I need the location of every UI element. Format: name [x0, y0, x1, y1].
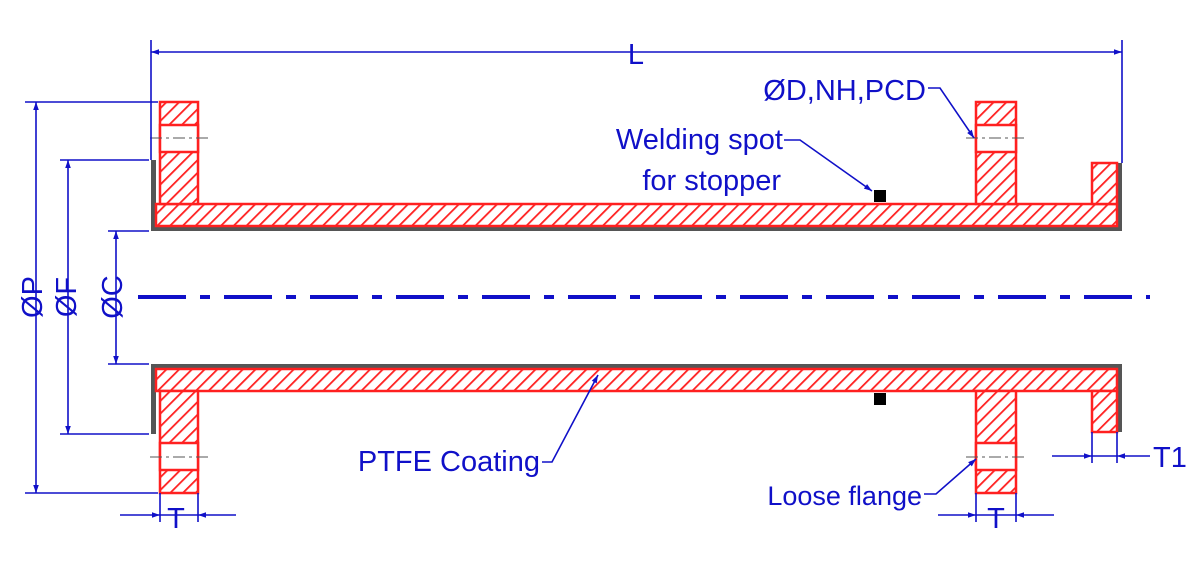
weld-spot-lower [874, 393, 886, 405]
bolt-spec-leader [928, 87, 975, 139]
length-label: L [628, 39, 644, 71]
thickness-left-label: T [167, 503, 185, 535]
coating-leader [542, 374, 599, 463]
lower-section [150, 364, 1122, 495]
ptfe-coating-label: PTFE Coating [358, 446, 540, 478]
stopper-ring-upper [1090, 161, 1119, 206]
pipe-wall-upper [154, 202, 1119, 228]
pipe-wall-lower [154, 367, 1119, 393]
stopper-thickness-label: T1 [1153, 442, 1187, 474]
bore-diameter-label: ØC [97, 275, 129, 319]
weld-spot-upper [874, 190, 886, 202]
pcd-diameter-label: ØP [17, 276, 49, 318]
loose-flange-label: Loose flange [767, 481, 922, 511]
thickness-right-label: T [987, 503, 1005, 535]
stopper-ring-lower [1090, 389, 1119, 434]
flange-diameter-label: ØF [51, 277, 83, 317]
welding-spot-label-1: Welding spot [616, 124, 783, 156]
welding-spot-label-2: for stopper [642, 165, 781, 197]
welding-leader [784, 139, 873, 192]
bolt-spec-label: ØD,NH,PCD [763, 75, 926, 107]
upper-section [150, 100, 1122, 231]
dimensions [25, 40, 1150, 522]
loose-flange-leader [924, 458, 977, 495]
